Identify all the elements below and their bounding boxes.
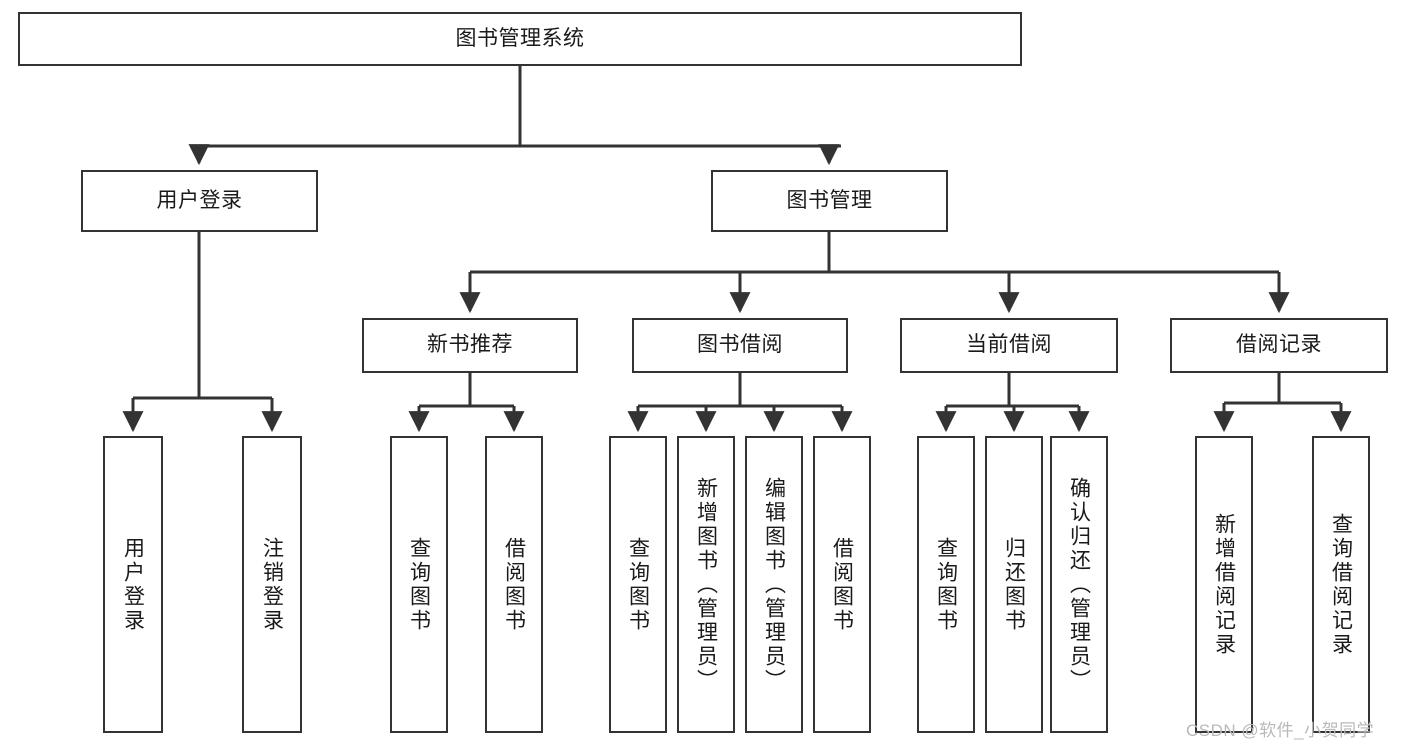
node-current-borrow-label: 当前借阅 bbox=[966, 333, 1052, 357]
node-book-manage[interactable]: 图书管理 bbox=[711, 170, 948, 232]
node-leaf-borrow-book-b-label: 借阅图书 bbox=[830, 536, 854, 633]
node-leaf-query-book-b-label: 查询图书 bbox=[626, 536, 650, 633]
node-leaf-query-book-b[interactable]: 查询图书 bbox=[609, 436, 667, 733]
node-leaf-user-login-label: 用户登录 bbox=[121, 536, 145, 633]
node-leaf-confirm-return[interactable]: 确认归还（管理员） bbox=[1050, 436, 1108, 733]
node-leaf-borrow-book-rec-label: 借阅图书 bbox=[502, 536, 526, 633]
node-leaf-return-book[interactable]: 归还图书 bbox=[985, 436, 1043, 733]
node-leaf-query-book-c[interactable]: 查询图书 bbox=[917, 436, 975, 733]
node-user-login[interactable]: 用户登录 bbox=[81, 170, 318, 232]
node-book-manage-label: 图书管理 bbox=[786, 188, 873, 212]
node-leaf-query-book-c-label: 查询图书 bbox=[934, 536, 958, 633]
node-leaf-logout-label: 注销登录 bbox=[260, 536, 284, 633]
node-leaf-edit-book[interactable]: 编辑图书（管理员） bbox=[745, 436, 803, 733]
node-new-book-rec[interactable]: 新书推荐 bbox=[362, 318, 578, 373]
node-new-book-rec-label: 新书推荐 bbox=[427, 333, 513, 357]
node-borrow-record[interactable]: 借阅记录 bbox=[1170, 318, 1388, 373]
node-leaf-query-record[interactable]: 查询借阅记录 bbox=[1312, 436, 1370, 733]
node-leaf-add-record[interactable]: 新增借阅记录 bbox=[1195, 436, 1253, 733]
node-root[interactable]: 图书管理系统 bbox=[18, 12, 1022, 66]
node-book-borrow[interactable]: 图书借阅 bbox=[632, 318, 848, 373]
node-leaf-query-record-label: 查询借阅记录 bbox=[1329, 512, 1353, 657]
node-leaf-confirm-return-label: 确认归还（管理员） bbox=[1067, 476, 1091, 693]
node-leaf-logout[interactable]: 注销登录 bbox=[242, 436, 302, 733]
node-root-label: 图书管理系统 bbox=[455, 26, 585, 50]
node-leaf-add-record-label: 新增借阅记录 bbox=[1212, 512, 1236, 657]
node-leaf-query-book-rec-label: 查询图书 bbox=[407, 536, 431, 633]
node-leaf-return-book-label: 归还图书 bbox=[1002, 536, 1026, 633]
node-leaf-borrow-book-rec[interactable]: 借阅图书 bbox=[485, 436, 543, 733]
node-leaf-add-book[interactable]: 新增图书（管理员） bbox=[677, 436, 735, 733]
node-current-borrow[interactable]: 当前借阅 bbox=[900, 318, 1118, 373]
node-leaf-user-login[interactable]: 用户登录 bbox=[103, 436, 163, 733]
node-leaf-add-book-label: 新增图书（管理员） bbox=[694, 476, 718, 693]
node-user-login-label: 用户登录 bbox=[156, 188, 243, 212]
watermark: CSDN @软件_小贺同学 bbox=[1186, 721, 1375, 740]
node-leaf-borrow-book-b[interactable]: 借阅图书 bbox=[813, 436, 871, 733]
node-book-borrow-label: 图书借阅 bbox=[697, 333, 783, 357]
node-leaf-edit-book-label: 编辑图书（管理员） bbox=[762, 476, 786, 693]
node-borrow-record-label: 借阅记录 bbox=[1236, 333, 1322, 357]
node-leaf-query-book-rec[interactable]: 查询图书 bbox=[390, 436, 448, 733]
